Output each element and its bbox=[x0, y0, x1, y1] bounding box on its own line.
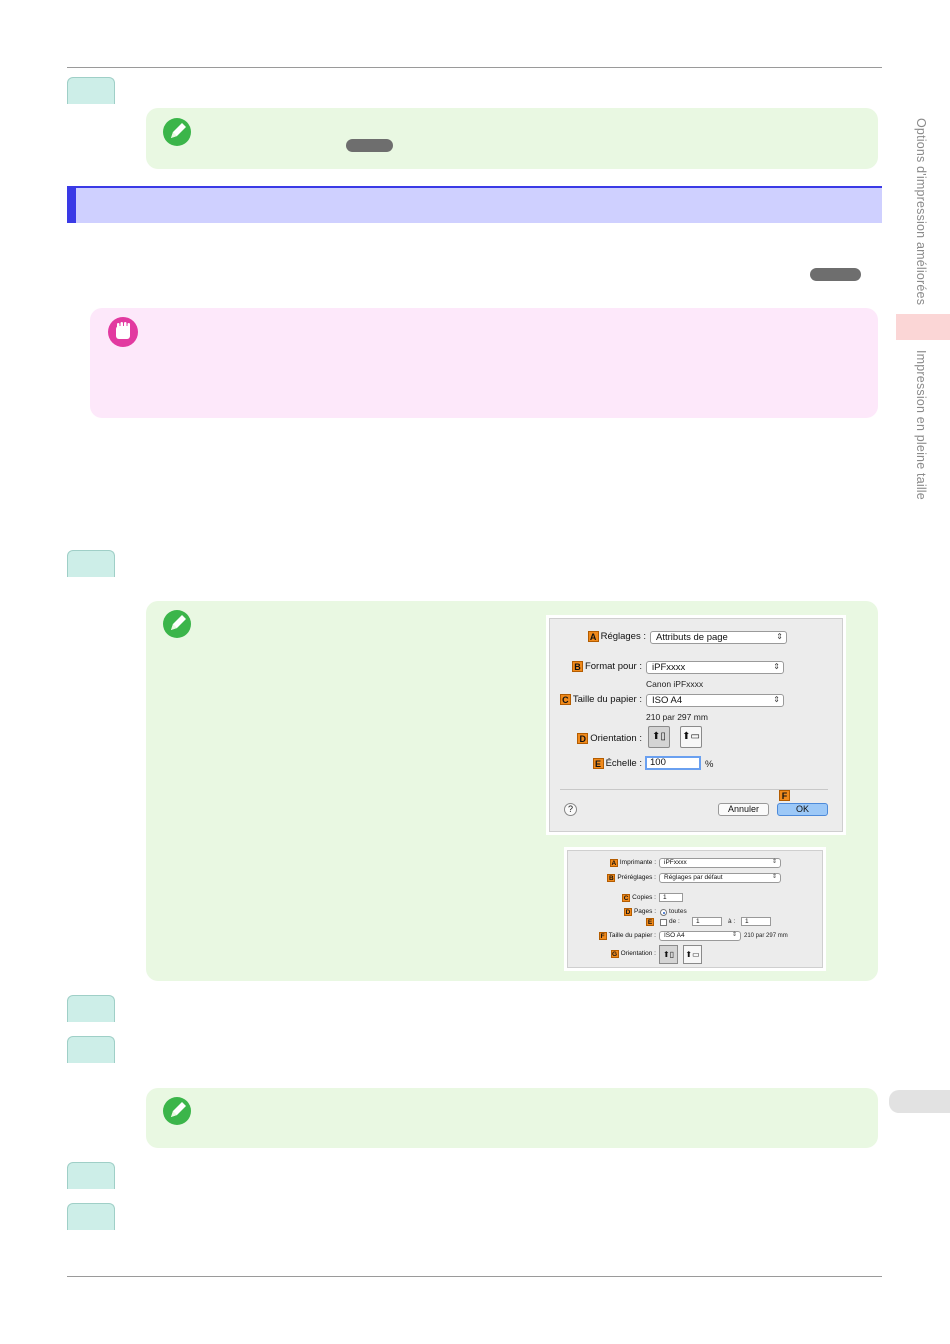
sidebar-chapter-title[interactable]: Options d'impression améliorées bbox=[914, 118, 928, 306]
ok-button[interactable]: OK bbox=[777, 803, 828, 816]
paper-subtext: 210 par 297 mm bbox=[646, 712, 708, 722]
print-paper-dimensions: 210 par 297 mm bbox=[744, 933, 788, 939]
top-rule bbox=[67, 67, 882, 68]
pages-range-badge: E bbox=[646, 918, 654, 926]
cancel-button[interactable]: Annuler bbox=[718, 803, 769, 816]
updown-arrow-icon: ⇕ bbox=[731, 932, 737, 938]
dialog-separator bbox=[560, 789, 828, 790]
pencil-note-icon bbox=[163, 118, 191, 146]
pages-to-input[interactable]: 1 bbox=[741, 917, 771, 926]
print-portrait-button[interactable]: ⬆▯ bbox=[659, 945, 678, 964]
help-button[interactable]: ? bbox=[564, 803, 577, 816]
step-tab bbox=[67, 77, 115, 104]
presets-select[interactable]: Réglages par défaut⇕ bbox=[659, 873, 781, 883]
pages-from-input[interactable]: 1 bbox=[692, 917, 722, 926]
sidebar-section-title[interactable]: Impression en pleine taille bbox=[914, 350, 928, 500]
reference-pill[interactable] bbox=[810, 268, 861, 281]
settings-select[interactable]: Attributs de page⇕ bbox=[650, 631, 787, 644]
paper-select[interactable]: ISO A4⇕ bbox=[646, 694, 784, 707]
updown-arrow-icon: ⇕ bbox=[773, 695, 780, 704]
landscape-orientation-button[interactable]: ⬆▭ bbox=[680, 726, 702, 748]
print-landscape-button[interactable]: ⬆▭ bbox=[683, 945, 702, 964]
step-tab bbox=[67, 550, 115, 577]
pencil-note-icon bbox=[163, 610, 191, 638]
print-paper-select[interactable]: ISO A4⇕ bbox=[659, 931, 741, 941]
reference-pill[interactable] bbox=[346, 139, 393, 152]
section-header bbox=[67, 186, 882, 223]
pages-all-radio[interactable] bbox=[660, 909, 667, 916]
step-tab bbox=[67, 1036, 115, 1063]
pages-from-label: de : bbox=[669, 918, 680, 925]
step-tab bbox=[67, 1162, 115, 1189]
landscape-icon: ⬆▭ bbox=[685, 950, 700, 959]
important-box bbox=[90, 308, 878, 418]
sidebar-active-tab bbox=[896, 314, 950, 340]
pencil-note-icon bbox=[163, 1097, 191, 1125]
note-box bbox=[146, 108, 878, 169]
hand-stop-icon bbox=[108, 317, 138, 347]
bottom-rule bbox=[67, 1276, 882, 1277]
printer-select[interactable]: iPFxxxx⇕ bbox=[659, 858, 781, 868]
pages-range-checkbox[interactable] bbox=[660, 919, 667, 926]
format-select[interactable]: iPFxxxx⇕ bbox=[646, 661, 784, 674]
scale-input[interactable]: 100 bbox=[645, 756, 701, 770]
pages-all-text: toutes bbox=[669, 908, 687, 915]
note-box bbox=[146, 1088, 878, 1148]
format-subtext: Canon iPFxxxx bbox=[646, 679, 704, 689]
sidebar-page-tab[interactable] bbox=[889, 1090, 950, 1113]
ok-badge: F bbox=[779, 790, 792, 801]
scale-unit: % bbox=[705, 759, 714, 770]
portrait-icon: ⬆▯ bbox=[662, 950, 675, 959]
portrait-icon: ⬆▯ bbox=[652, 731, 666, 742]
step-tab bbox=[67, 1203, 115, 1230]
updown-arrow-icon: ⇕ bbox=[776, 632, 783, 641]
updown-arrow-icon: ⇕ bbox=[771, 874, 777, 880]
updown-arrow-icon: ⇕ bbox=[773, 662, 780, 671]
updown-arrow-icon: ⇕ bbox=[771, 859, 777, 865]
step-tab bbox=[67, 995, 115, 1022]
pages-to-label: à : bbox=[728, 918, 736, 925]
landscape-icon: ⬆▭ bbox=[682, 731, 700, 742]
portrait-orientation-button[interactable]: ⬆▯ bbox=[648, 726, 670, 748]
copies-input[interactable]: 1 bbox=[659, 893, 683, 902]
